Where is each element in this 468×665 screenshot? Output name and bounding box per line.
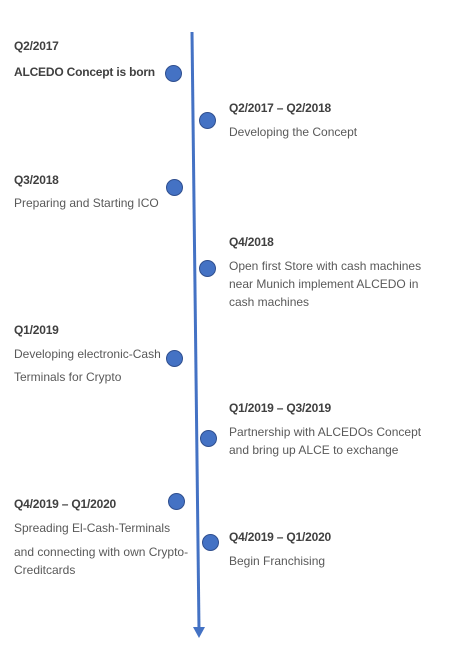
event-date: Q4/2019 – Q1/2020: [14, 497, 117, 511]
event-date: Q1/2019: [14, 323, 59, 337]
event-description: ALCEDO Concept is born: [14, 65, 155, 79]
timeline-arrowhead-icon: [193, 627, 205, 638]
event-description: Begin Franchising: [229, 554, 326, 568]
event-description: Spreading El-Cash-Terminals: [14, 521, 171, 535]
event-description: Partnership with ALCEDOs Concept: [229, 425, 422, 439]
timeline-marker-3: [166, 179, 183, 196]
timeline-event-6: Q1/2019 – Q3/2019 Partnership with ALCED…: [229, 399, 421, 459]
timeline-marker-1: [165, 65, 182, 82]
event-description: Preparing and Starting ICO: [14, 196, 159, 210]
timeline-event-3: Q3/2018 Preparing and Starting ICO: [14, 171, 159, 212]
timeline-event-7: Q4/2019 – Q1/2020 Spreading El-Cash-Term…: [14, 495, 188, 579]
event-date: Q3/2018: [14, 173, 59, 187]
timeline-marker-2: [199, 112, 216, 129]
event-description: Terminals for Crypto: [14, 370, 122, 384]
event-description: Open first Store with cash machines: [229, 259, 422, 273]
timeline-event-8: Q4/2019 – Q1/2020 Begin Franchising: [229, 528, 331, 570]
timeline-line: [190, 31, 201, 631]
event-date: Q2/2017: [14, 39, 59, 53]
event-description: Developing electronic-Cash: [14, 347, 161, 361]
event-date: Q1/2019 – Q3/2019: [229, 401, 332, 415]
timeline-event-4: Q4/2018 Open first Store with cash machi…: [229, 233, 421, 311]
timeline-marker-5: [166, 350, 183, 367]
timeline-event-1: Q2/2017 ALCEDO Concept is born: [14, 37, 155, 81]
event-description: near Munich implement ALCEDO in: [229, 277, 419, 291]
timeline-event-5: Q1/2019 Developing electronic-Cash Termi…: [14, 321, 161, 386]
event-description: Developing the Concept: [229, 125, 358, 139]
timeline-event-2: Q2/2017 – Q2/2018 Developing the Concept: [229, 99, 357, 141]
timeline-marker-4: [199, 260, 216, 277]
timeline-marker-7: [168, 493, 185, 510]
event-description: cash machines: [229, 295, 310, 309]
timeline-marker-6: [200, 430, 217, 447]
event-description: Creditcards: [14, 563, 76, 577]
event-date: Q4/2019 – Q1/2020: [229, 530, 332, 544]
event-date: Q4/2018: [229, 235, 274, 249]
event-description: and bring up ALCE to exchange: [229, 443, 399, 457]
event-description: and connecting with own Crypto-: [14, 545, 189, 559]
event-date: Q2/2017 – Q2/2018: [229, 101, 332, 115]
timeline-marker-8: [202, 534, 219, 551]
